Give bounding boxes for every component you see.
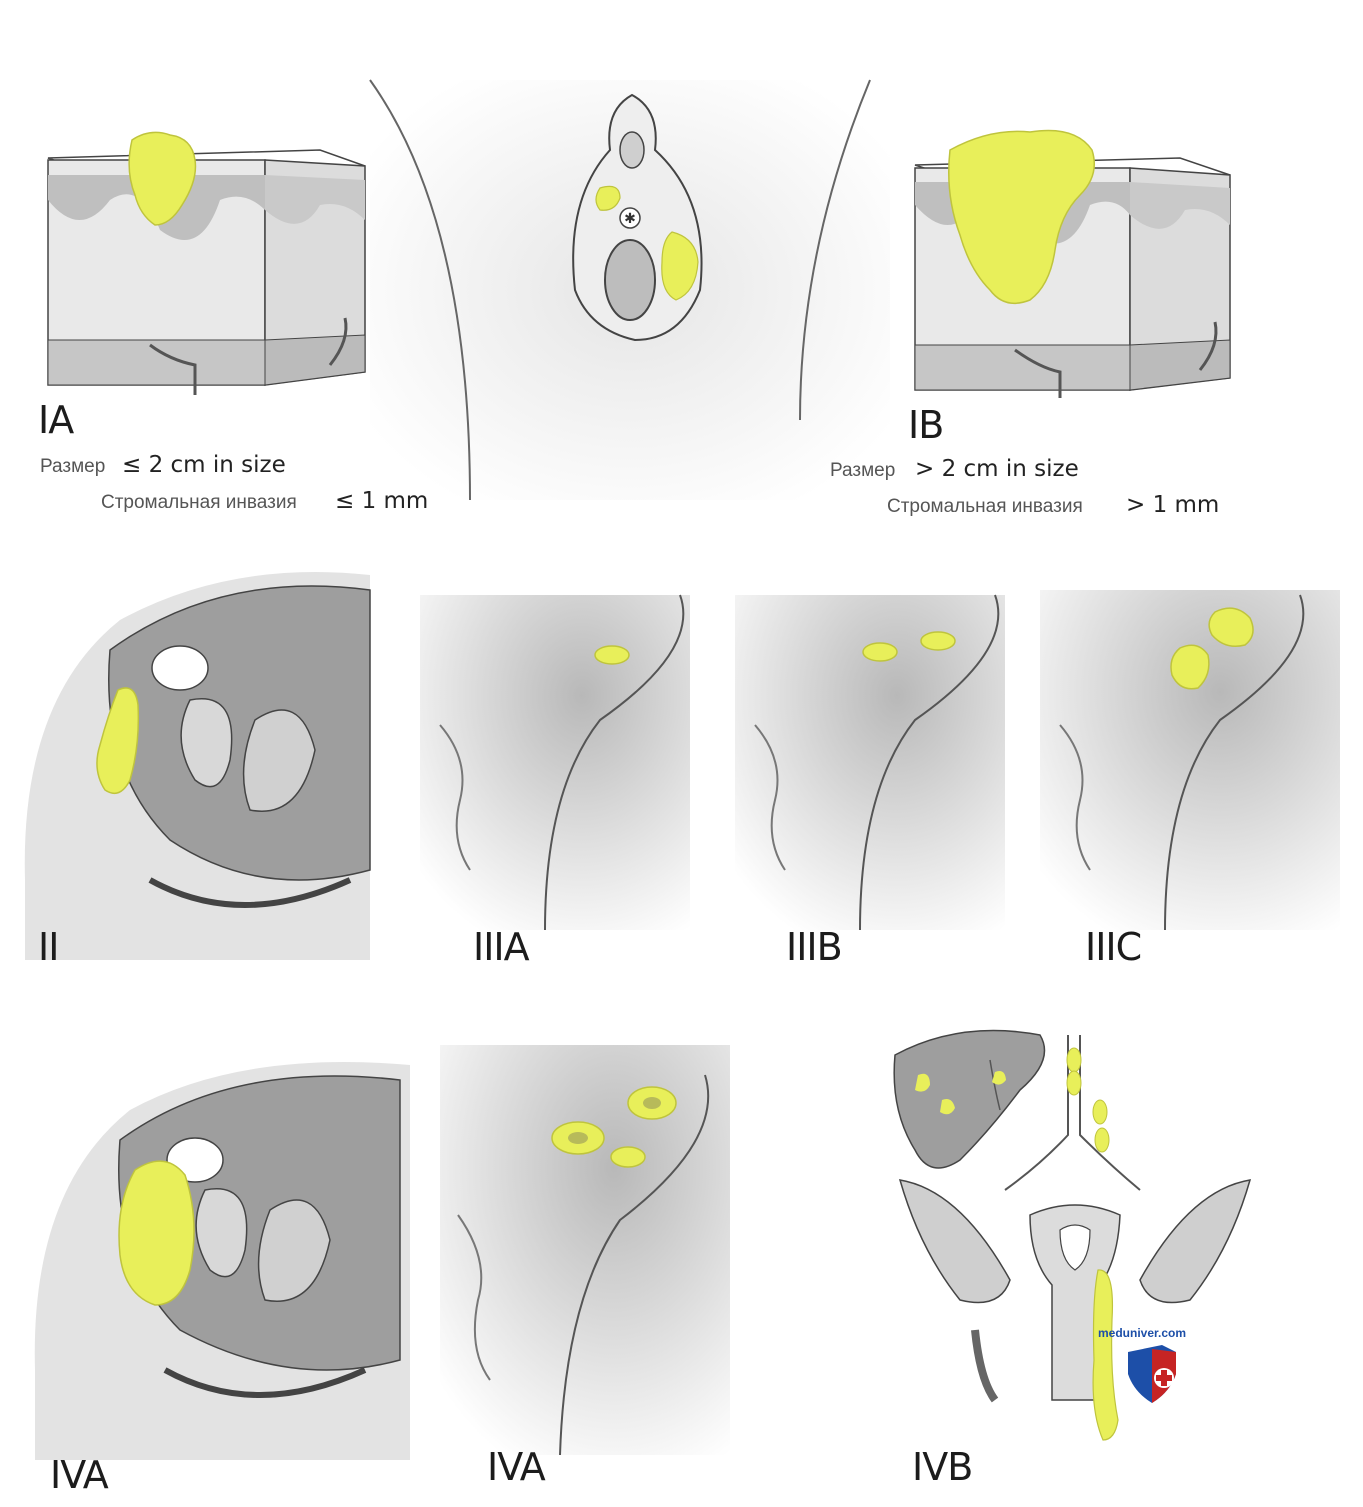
iiia-groin [420, 594, 690, 931]
ii-sagittal-pelvis [24, 572, 371, 960]
ib-size-value: > 2 cm in size [915, 456, 1079, 482]
iiia-node [594, 645, 630, 665]
ia-size-label-ru: Размер [40, 456, 106, 477]
label-iva-mid: IVA [487, 1445, 546, 1489]
ib-skin-block [914, 129, 1231, 398]
iiic-node-1 [1208, 607, 1254, 647]
label-ia: IA [38, 398, 74, 442]
iva-sagittal-pelvis [34, 1062, 411, 1460]
iiib-node-2 [920, 631, 956, 651]
label-ib: IB [908, 403, 944, 447]
iiic-node-2 [1170, 644, 1210, 690]
ib-invasion-value: > 1 mm [1126, 492, 1220, 518]
iva-groin [440, 1045, 730, 1456]
ia-size-value: ≤ 2 cm in size [122, 452, 286, 478]
svg-text:✱: ✱ [624, 211, 636, 227]
vulva-tumor-left [595, 185, 621, 211]
ii-tumor [96, 687, 140, 795]
vulva-illustration: ✱ [369, 79, 890, 501]
iva-left-tumor [118, 1160, 195, 1306]
pelvic-bone-left [898, 1179, 1011, 1304]
label-iiia: IIIA [473, 925, 530, 969]
vulva-tumor-right [661, 231, 699, 301]
label-iiib: IIIB [786, 925, 843, 969]
label-ii: II [38, 925, 59, 969]
pelvic-bone-right [1139, 1179, 1252, 1304]
watermark-text: meduniver.com [1098, 1326, 1187, 1340]
ia-skin-block [47, 131, 366, 395]
ia-tumor [128, 131, 197, 226]
label-iva-left: IVA [50, 1453, 109, 1497]
iiib-node-1 [862, 642, 898, 662]
iiib-groin [735, 594, 1005, 931]
ivb-vaginal-tumor [1092, 1269, 1119, 1441]
ivb-distant-metastasis [893, 1029, 1252, 1441]
label-iiic: IIIC [1085, 925, 1142, 969]
ia-invasion-value: ≤ 1 mm [335, 488, 429, 514]
iva-node-3 [610, 1146, 646, 1168]
ib-size-label-ru: Размер [830, 460, 896, 481]
label-ivb: IVB [912, 1445, 973, 1489]
aorta [1004, 1035, 1141, 1191]
ia-invasion-label-ru: Стромальная инвазия [101, 492, 297, 513]
liver [893, 1029, 1046, 1169]
iiic-groin [1040, 590, 1340, 931]
ib-tumor [948, 129, 1095, 305]
ib-invasion-label-ru: Стромальная инвазия [887, 496, 1083, 517]
